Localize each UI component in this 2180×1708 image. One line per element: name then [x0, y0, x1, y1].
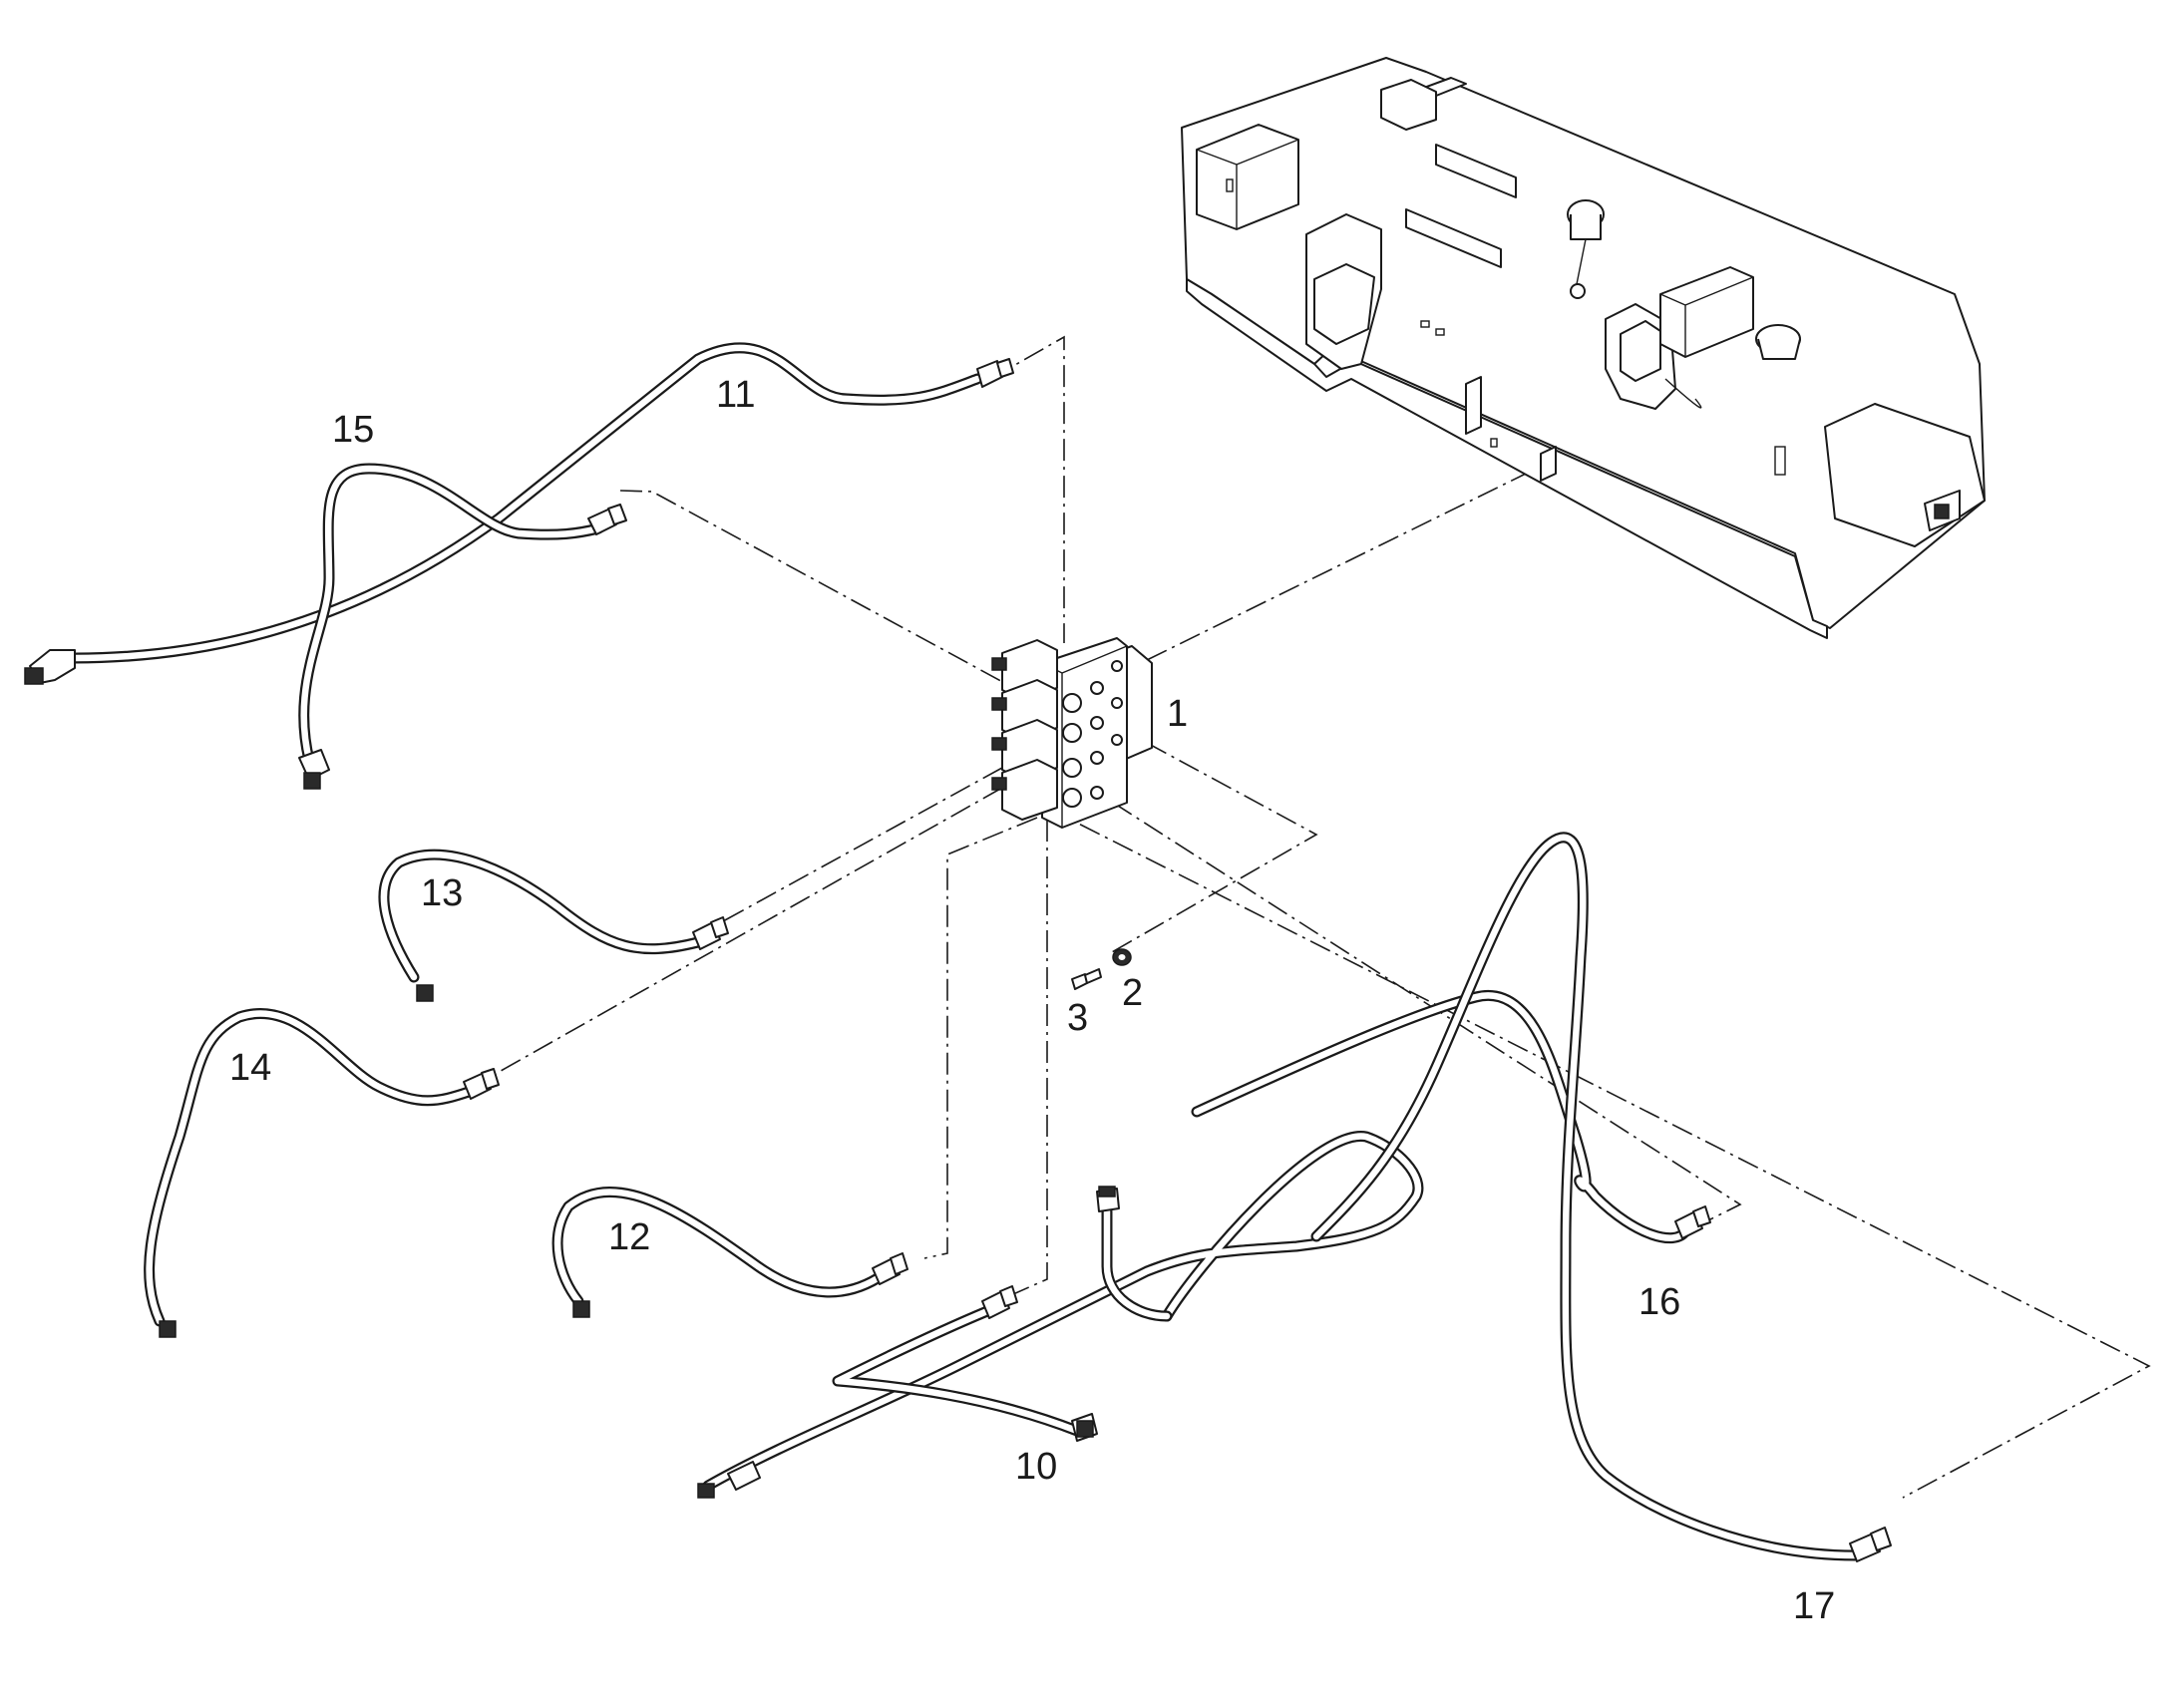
callout-10: 10 — [1015, 1446, 1057, 1488]
callout-13: 13 — [421, 872, 463, 914]
callout-11: 11 — [716, 374, 755, 416]
callout-labels: 1 2 3 10 11 12 13 14 15 16 17 — [229, 374, 1835, 1627]
bolt-and-washer — [1071, 948, 1132, 990]
hose-17 — [1310, 832, 1892, 1562]
hose-11 — [24, 342, 1014, 685]
hose-12 — [551, 1186, 908, 1318]
hose-13 — [378, 849, 729, 1002]
leader-lines — [486, 335, 2151, 1499]
callout-17: 17 — [1793, 1585, 1835, 1627]
callout-3: 3 — [1067, 997, 1088, 1039]
hose-10 — [697, 1131, 1424, 1499]
callout-15: 15 — [332, 409, 374, 451]
callout-12: 12 — [608, 1216, 650, 1258]
hose-15 — [298, 463, 627, 790]
valve-manifold — [991, 637, 1153, 829]
hoses — [24, 342, 1892, 1562]
callout-16: 16 — [1638, 1281, 1680, 1323]
callout-2: 2 — [1122, 972, 1143, 1014]
callout-14: 14 — [229, 1047, 271, 1089]
hose-14 — [144, 1008, 500, 1338]
callout-1: 1 — [1167, 693, 1188, 735]
machine-frame — [1181, 57, 1986, 639]
